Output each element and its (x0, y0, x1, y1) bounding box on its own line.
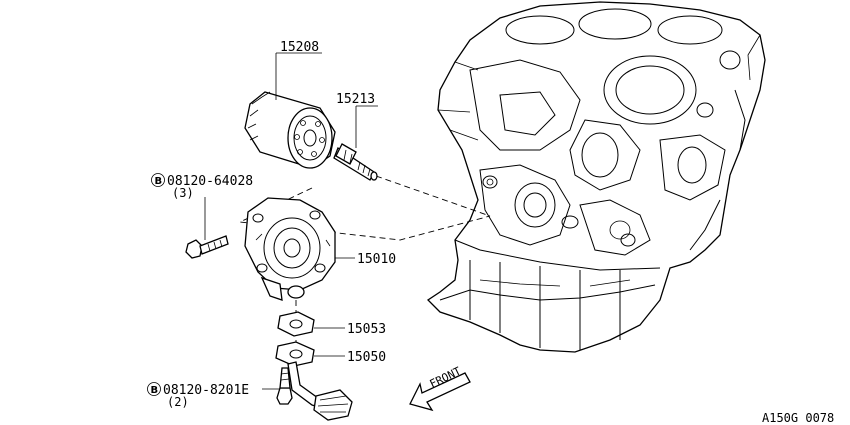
oil-strainer (275, 341, 353, 421)
diagram-reference-code: A150G 0078 (762, 411, 834, 425)
qty-bolt-lower: (2) (167, 395, 189, 409)
front-direction-arrow: FRONT (409, 364, 471, 412)
label-bolt-lower: 08120-8201E (163, 383, 249, 398)
engine-block (426, 1, 766, 353)
bolt-symbol-upper: B (155, 176, 163, 187)
bolt-symbol-icon (151, 173, 165, 187)
bolt-symbol-icon (147, 382, 161, 396)
bolt-lower-callout: B 08120-8201E (2) (147, 382, 249, 409)
oil-pump (244, 197, 336, 301)
bolt-upper (185, 235, 229, 259)
label-bolt-upper: 08120-64028 (167, 174, 253, 189)
connector-stud (333, 143, 378, 181)
oil-filter (244, 91, 336, 169)
label-strainer: 15050 (347, 350, 386, 365)
bolt-upper-callout: B 08120-64028 (3) (151, 173, 253, 200)
bolt-symbol-lower: B (151, 385, 159, 396)
leader-lines (204, 52, 378, 390)
label-oil-filter: 15208 (280, 40, 319, 55)
gasket (277, 311, 315, 337)
label-gasket: 15053 (347, 322, 386, 337)
qty-bolt-upper: (3) (172, 186, 194, 200)
label-oil-pump: 15010 (357, 252, 396, 267)
bolt-lower (276, 367, 293, 405)
label-connector-stud: 15213 (336, 92, 375, 107)
